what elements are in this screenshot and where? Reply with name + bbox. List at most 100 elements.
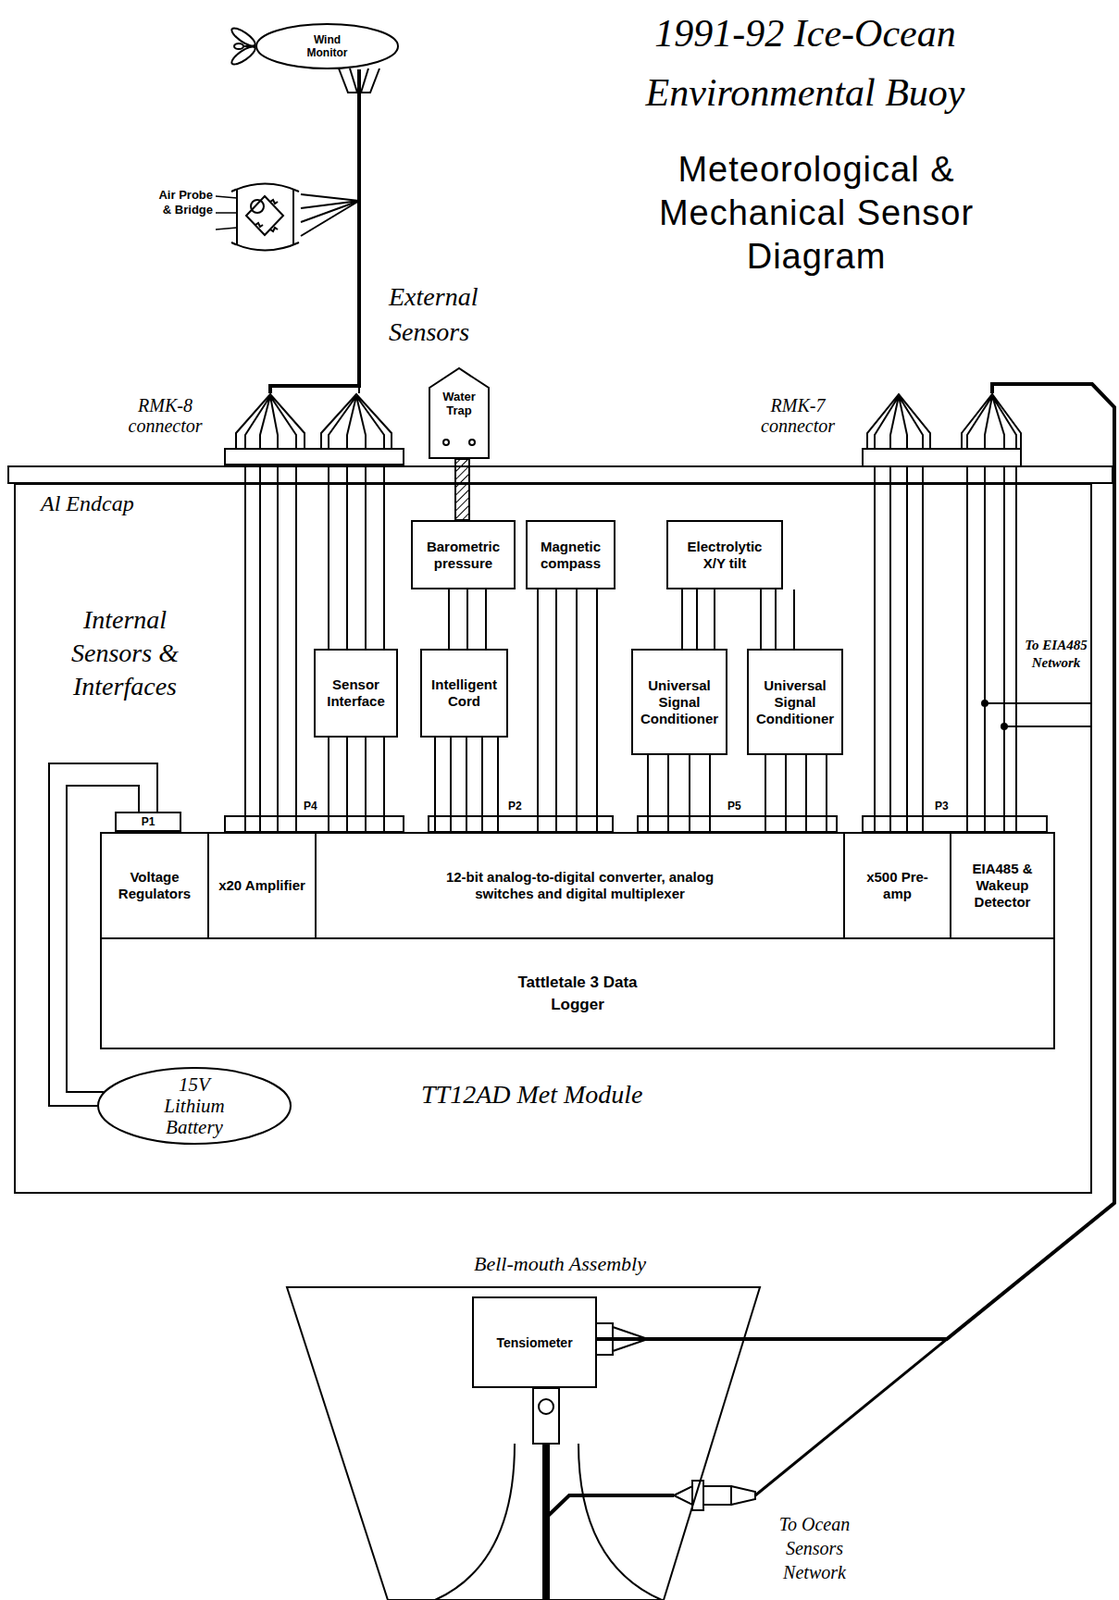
wire — [245, 464, 297, 833]
drawing-part — [224, 816, 404, 833]
node-text: Intelligent Cord — [424, 676, 504, 710]
wire — [537, 589, 597, 833]
outline — [429, 368, 489, 459]
drawing-part — [542, 1443, 550, 1600]
title: 1991-92 Ice-Ocean Environmental Buoy — [601, 3, 1009, 123]
text-area: Water Trap — [428, 367, 490, 460]
text-area: Voltage Regulators — [101, 833, 208, 938]
water-trap: Water Trap — [428, 367, 490, 460]
drawing-part — [236, 394, 305, 449]
ocean-connector — [673, 1339, 947, 1511]
wire — [435, 737, 498, 833]
data-logger: Tattletale 3 Data Logger — [99, 937, 1056, 1050]
drawing-part — [546, 1495, 674, 1518]
sensor-box: Barometric pressure — [410, 520, 516, 590]
text-area: 15V Lithium Battery — [97, 1067, 292, 1145]
connector: RMK-7 connector — [862, 393, 1021, 467]
drawing-part — [469, 439, 475, 446]
drawing-part — [250, 199, 264, 213]
drawing-part — [246, 196, 284, 236]
node-text: 15V Lithium Battery — [150, 1074, 239, 1139]
interface-box: Intelligent Cord — [420, 648, 509, 738]
wire — [647, 755, 710, 833]
drawing-part — [703, 1486, 732, 1505]
node-text: Universal Signal Conditioner — [750, 677, 840, 728]
text-area: Universal Signal Conditioner — [748, 650, 842, 754]
drawing-part — [215, 196, 237, 230]
wire — [455, 459, 470, 521]
wire-line — [259, 464, 262, 833]
node-text: 12-bit analog-to-digital converter, anal… — [422, 869, 738, 903]
wire-line — [889, 466, 892, 833]
wire-line — [555, 589, 558, 833]
wire-line — [696, 589, 698, 649]
module-box: 12-bit analog-to-digital converter, anal… — [314, 832, 846, 940]
text-area: 12-bit analog-to-digital converter, anal… — [316, 833, 844, 938]
drawing-part — [755, 1339, 947, 1496]
wire-line — [465, 737, 468, 833]
wire-line — [300, 194, 360, 201]
wire-line — [784, 755, 787, 833]
label: P4 — [303, 799, 319, 814]
wire — [760, 589, 795, 649]
wire-line — [983, 466, 986, 833]
drawing-part — [243, 45, 256, 48]
drawing-part — [538, 1399, 554, 1415]
node-text: Magnetic compass — [531, 538, 610, 572]
network-taps — [982, 700, 1093, 730]
wire-line — [667, 755, 670, 833]
interface-box: Universal Signal Conditioner — [631, 648, 728, 756]
drawing-part — [229, 43, 258, 67]
label: P5 — [727, 799, 743, 814]
wire — [270, 69, 360, 394]
label: P2 — [508, 799, 523, 814]
label: To EIA485 Network — [1021, 636, 1091, 672]
wire-line — [346, 737, 349, 833]
interface-box: Universal Signal Conditioner — [746, 648, 844, 756]
wire — [967, 466, 1017, 833]
wire-line — [449, 737, 452, 833]
wire-line — [575, 589, 578, 833]
text-area: P1 — [116, 813, 180, 831]
connector: RMK-8 connector — [224, 393, 404, 465]
node-text: P1 — [141, 815, 156, 829]
wire-line — [713, 589, 716, 649]
rmk-7-pins — [862, 394, 1021, 467]
wire-line — [327, 464, 330, 649]
wire-line — [681, 589, 684, 649]
node-text: Voltage Regulators — [108, 869, 201, 903]
wire-line — [596, 589, 598, 833]
interface-box: Sensor Interface — [313, 648, 398, 738]
sensor-box: Electrolytic X/Y tilt — [666, 520, 784, 590]
wire-line — [805, 755, 808, 833]
wire-line — [1015, 466, 1018, 833]
wire-line — [364, 737, 367, 833]
node-text: x20 Amplifier — [218, 877, 306, 895]
wire-line — [358, 200, 361, 394]
node-text: Sensor Interface — [319, 676, 394, 710]
wire-line — [921, 466, 924, 833]
sensor-box: Magnetic compass — [525, 520, 616, 590]
hatched-stem — [455, 459, 470, 521]
drawing-part — [229, 24, 258, 49]
node-text: x500 Pre-amp — [856, 869, 940, 903]
drawing-part — [255, 199, 278, 232]
drawing-part — [321, 394, 392, 449]
wire — [765, 755, 827, 833]
air-probe: Air Probe & Bridge — [229, 184, 301, 250]
node-text: Tattletale 3 Data Logger — [512, 971, 643, 1017]
node-text: Water Trap — [431, 389, 487, 418]
text-area: Electrolytic X/Y tilt — [668, 522, 782, 588]
wire-line — [759, 589, 762, 649]
wire — [328, 464, 385, 649]
drawing-part — [692, 1480, 704, 1511]
wire-line — [536, 589, 539, 833]
drawing-part — [673, 1486, 693, 1505]
module-box: EIA485 & Wakeup Detector — [949, 832, 1056, 940]
wire-line — [383, 737, 386, 833]
drawing-part — [862, 448, 1021, 467]
outline — [256, 24, 398, 69]
drawing-part — [443, 439, 449, 446]
air-probe-shield — [215, 184, 299, 251]
wire-line — [1003, 466, 1006, 833]
